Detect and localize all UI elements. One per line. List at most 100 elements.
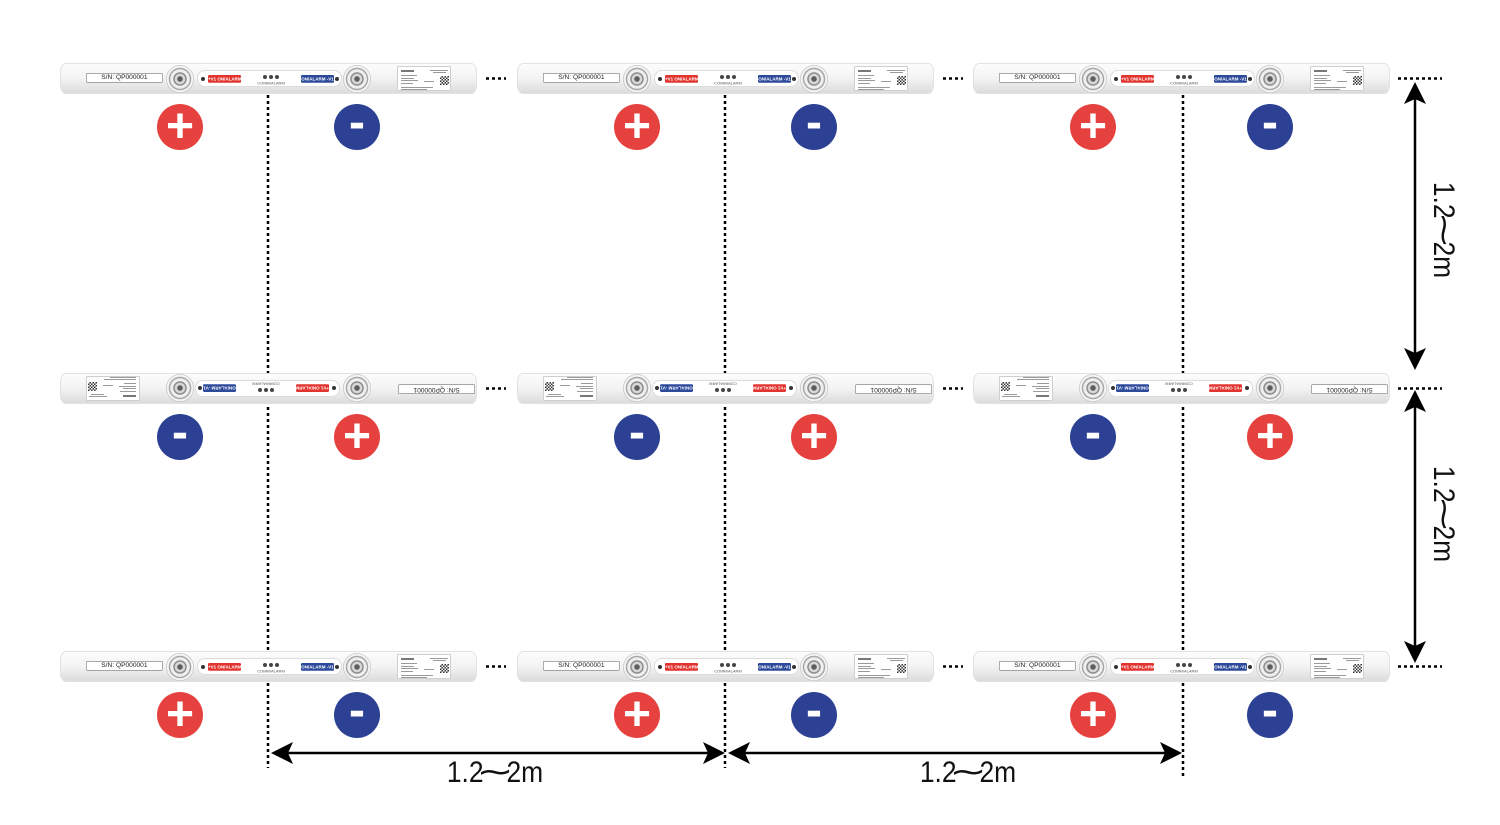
qr-code-icon — [1353, 76, 1362, 85]
serial-number-label: S/N: QP000001 — [86, 661, 163, 671]
qr-code-icon — [897, 76, 906, 85]
info-text-line — [401, 86, 433, 88]
info-text-line — [401, 670, 413, 672]
connector-knob — [800, 64, 828, 93]
connector-knob — [1079, 64, 1107, 93]
screw-dot — [1114, 664, 1118, 669]
info-text-line — [561, 379, 593, 381]
info-brand-mark — [401, 70, 414, 72]
screw-dot — [1248, 76, 1252, 81]
info-text-line — [1314, 75, 1330, 76]
negative-terminal-marker: - — [791, 687, 837, 738]
info-text-line — [1346, 660, 1359, 661]
positive-badge: +V1 ON/ALARM — [1121, 662, 1154, 671]
comm-alarm-label: COMM/ALARM — [1165, 381, 1193, 387]
serial-number-label: S/N: QP000001 — [543, 73, 620, 83]
info-text-line — [1314, 80, 1331, 81]
info-text-line — [424, 81, 434, 82]
led-dot — [1176, 663, 1180, 667]
status-led-dots — [1171, 388, 1187, 392]
info-text-line — [89, 396, 107, 398]
screw-dot — [1248, 664, 1252, 669]
led-dot — [721, 388, 725, 392]
connector-knob — [343, 652, 371, 681]
info-brand-mark — [401, 658, 414, 660]
range-wave-dash: ～ — [957, 755, 980, 791]
led-dot — [715, 388, 719, 392]
led-dot — [726, 663, 730, 667]
led-dot — [269, 663, 273, 667]
qr-code-icon — [440, 76, 449, 85]
info-text-line — [567, 377, 593, 378]
info-text-line — [1023, 377, 1049, 378]
positive-badge: +V1 ON/ALARM — [665, 662, 698, 671]
info-text-line — [858, 674, 890, 676]
info-text-line — [546, 396, 564, 398]
negative-terminal-marker: - — [334, 99, 380, 150]
info-text-line — [124, 383, 136, 385]
serial-number-label: S/N: QP000001 — [86, 73, 163, 83]
screw-dot — [1114, 76, 1118, 81]
arrowhead-right — [1160, 742, 1182, 764]
info-text-line — [424, 669, 434, 670]
positive-badge: +V1 ON/ALARM — [753, 384, 786, 393]
led-dot — [270, 388, 274, 392]
indicator-panel: +V1 ON/ALARM COMM/ALARM ON/ALARM -V1 — [1110, 70, 1255, 87]
led-dot — [263, 663, 267, 667]
product-info-label — [397, 66, 451, 91]
serial-number-label: S/N: QP000001 — [1311, 384, 1388, 394]
info-text-line — [401, 75, 417, 76]
led-dot — [1188, 75, 1192, 79]
comm-alarm-label: COMM/ALARM — [714, 81, 742, 86]
connector-knob — [343, 64, 371, 93]
info-text-line — [577, 391, 593, 392]
positive-terminal-marker: + — [157, 103, 203, 151]
info-text-line — [433, 72, 446, 73]
connector-knob — [1256, 64, 1284, 93]
serial-number-label: S/N: QP000001 — [543, 661, 620, 671]
status-led-dots — [715, 388, 731, 392]
negative-badge: ON/ALARM -V1 — [301, 74, 334, 83]
light-bar: S/N: QP000001 +V1 ON/ALARM COMM/ALARM ON… — [973, 373, 1390, 404]
light-bar: S/N: QP000001 +V1 ON/ALARM COMM/ALARM ON… — [60, 651, 477, 682]
info-text-line — [104, 379, 136, 381]
info-text-line — [890, 72, 903, 73]
product-info-label — [999, 376, 1053, 401]
info-text-line — [858, 663, 874, 664]
positive-terminal-marker: + — [1070, 691, 1116, 739]
connector-knob — [1079, 374, 1107, 403]
indicator-panel: +V1 ON/ALARM COMM/ALARM ON/ALARM -V1 — [197, 70, 342, 87]
info-text-line — [401, 668, 418, 669]
led-dot — [1188, 663, 1192, 667]
arrowhead-right — [703, 742, 725, 764]
led-dot — [732, 663, 736, 667]
positive-badge: +V1 ON/ALARM — [208, 74, 241, 83]
serial-number-label: S/N: QP000001 — [855, 384, 932, 394]
info-text-line — [1004, 394, 1017, 395]
info-text-line — [1016, 385, 1026, 386]
vertical-spacing-label: 1.2～2m — [1427, 465, 1460, 563]
info-text-line — [581, 383, 593, 385]
negative-terminal-marker: - — [614, 409, 660, 460]
info-text-line — [1314, 665, 1327, 667]
status-led-dots — [720, 663, 736, 667]
led-dot — [726, 75, 730, 79]
status-led-dots — [258, 388, 274, 392]
qr-code-icon — [545, 382, 554, 391]
positive-terminal-marker: + — [334, 413, 380, 461]
negative-badge: ON/ALARM -V1 — [758, 74, 791, 83]
product-info-label — [854, 654, 908, 679]
led-dot — [1183, 388, 1187, 392]
positive-terminal-marker: + — [791, 413, 837, 461]
info-text-line — [430, 657, 448, 659]
info-text-line — [881, 81, 891, 82]
screw-dot — [1111, 386, 1115, 391]
arrowhead-up — [1404, 390, 1426, 412]
status-led-dots — [720, 75, 736, 79]
negative-terminal-marker: - — [1247, 687, 1293, 738]
negative-badge: ON/ALARM -V1 — [1116, 384, 1149, 393]
screw-dot — [198, 386, 202, 391]
info-brand-mark — [123, 395, 136, 397]
info-text-line — [103, 385, 113, 386]
